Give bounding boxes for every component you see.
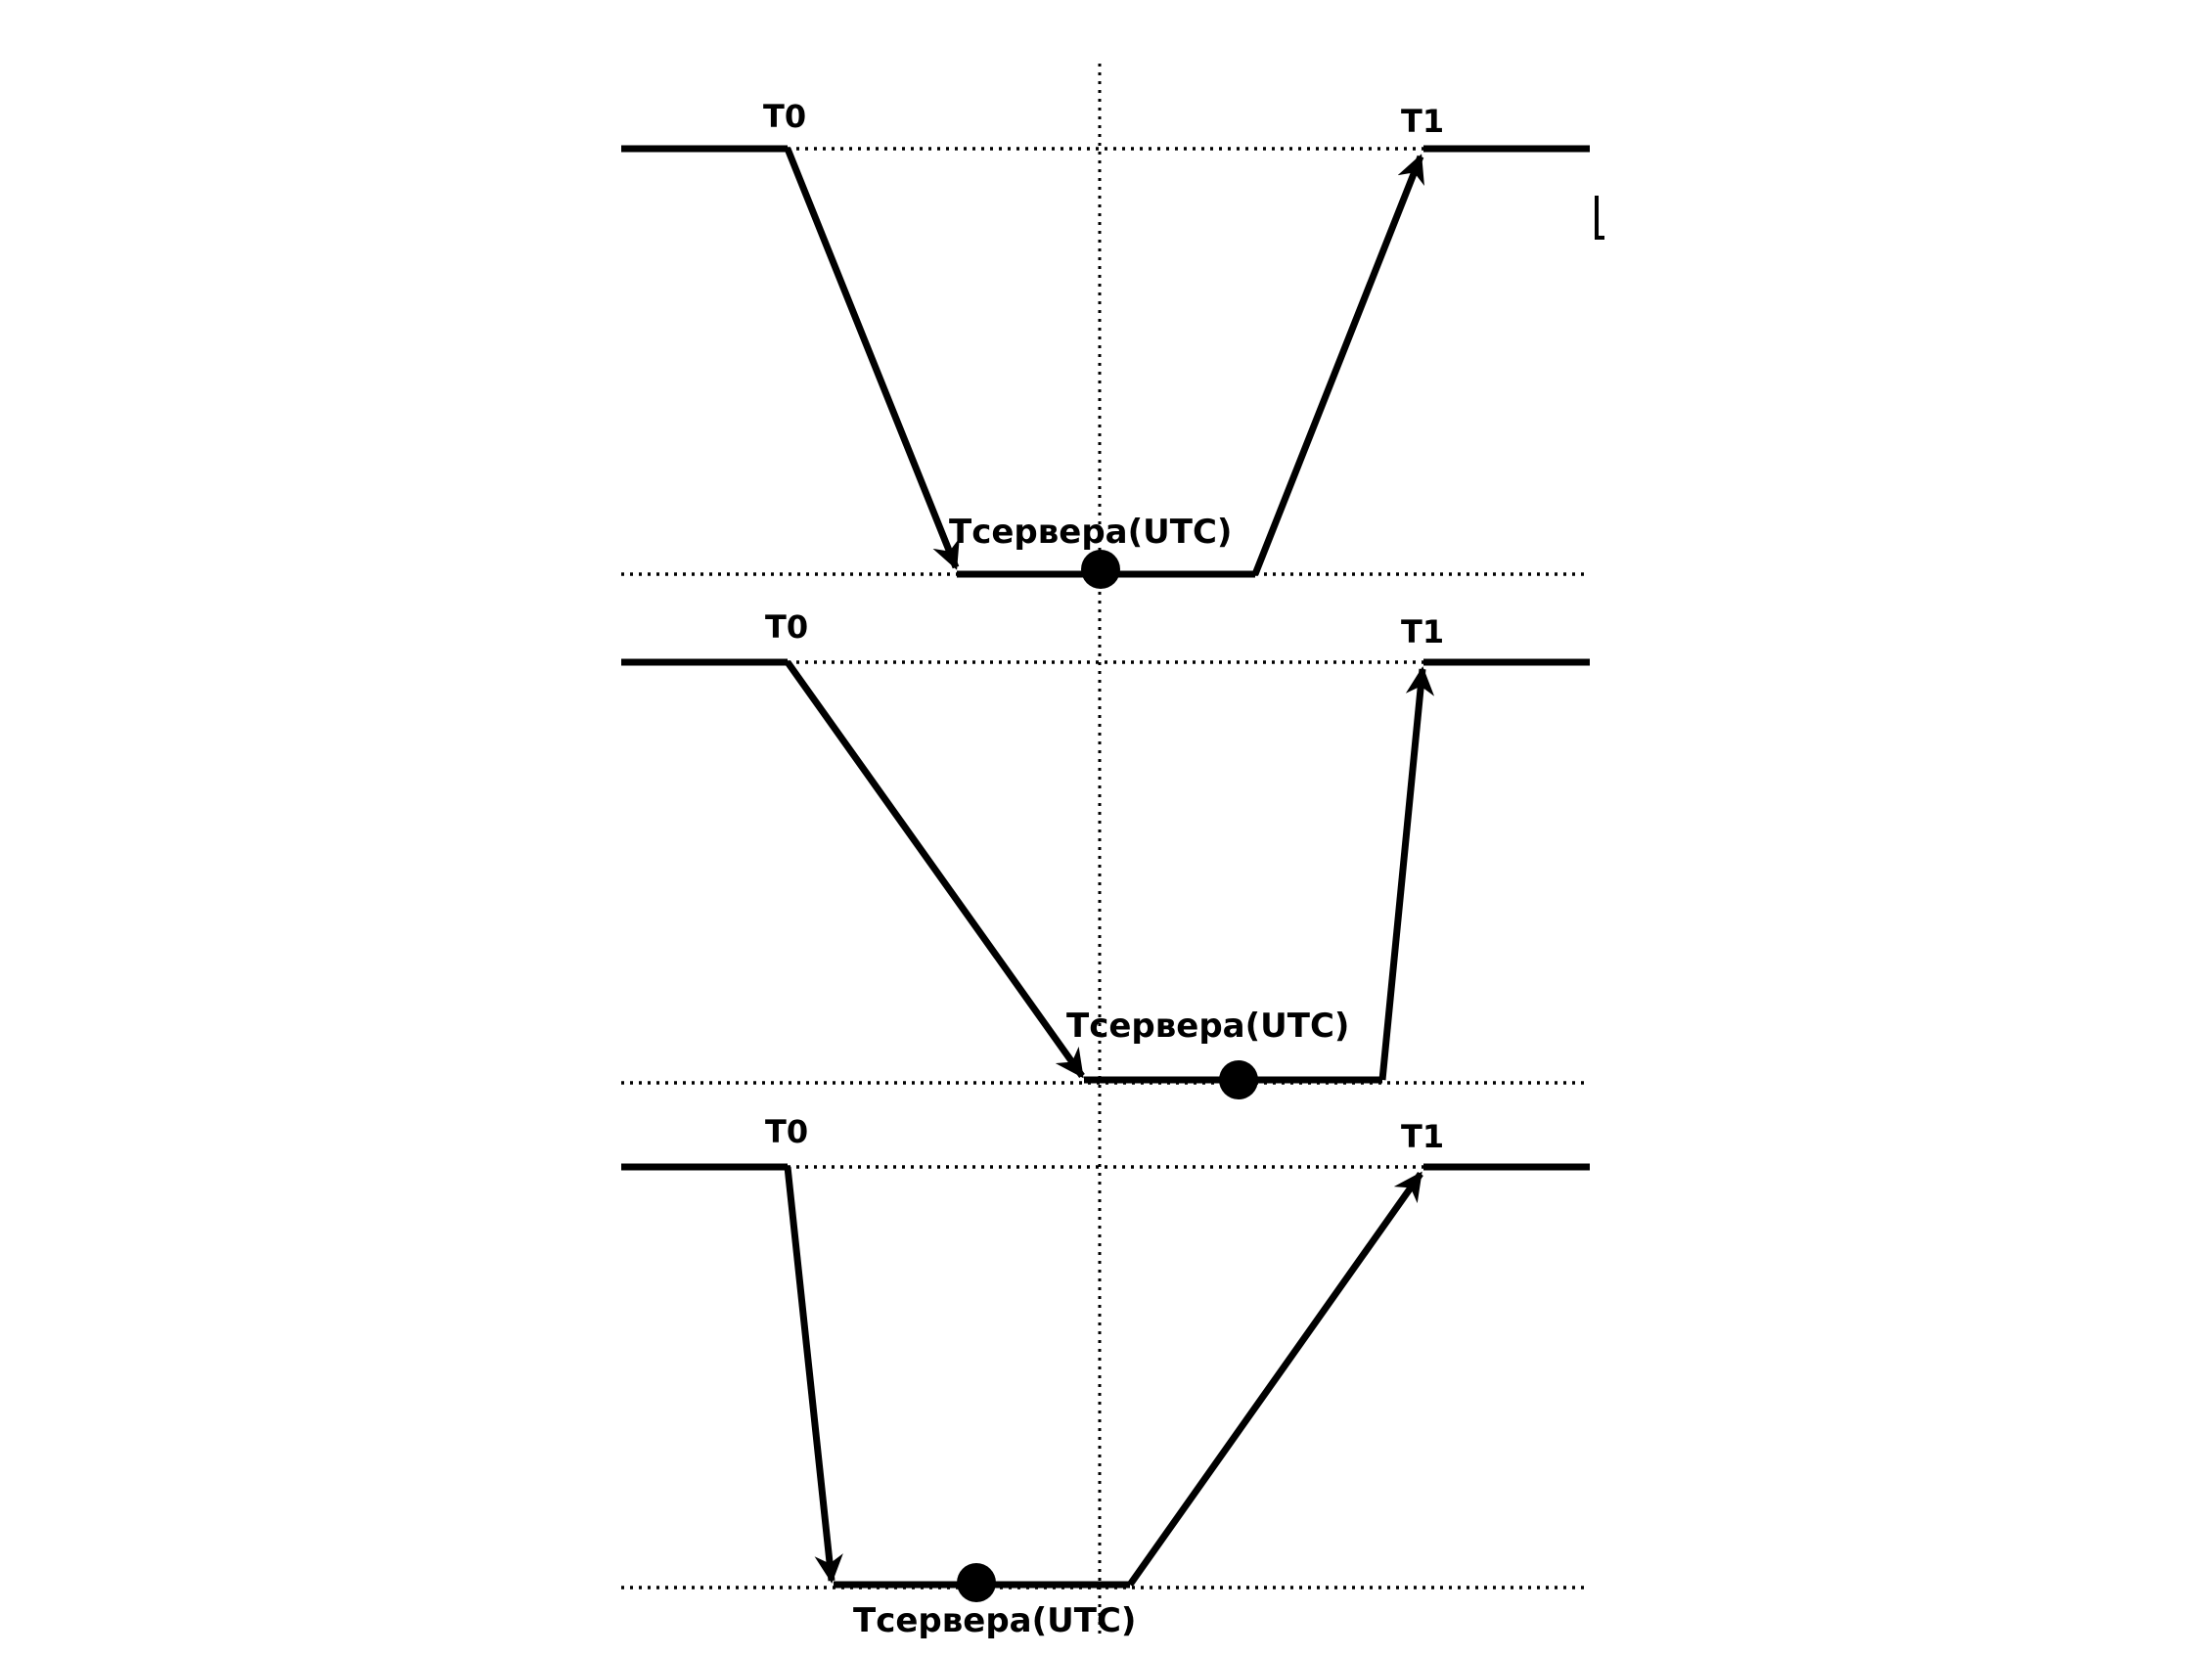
response-arrow xyxy=(1127,1171,1423,1588)
request-arrow xyxy=(784,1166,843,1584)
t1-label: T1 xyxy=(1401,613,1444,650)
request-arrow xyxy=(784,147,960,570)
edge-fragment-mark xyxy=(1595,196,1604,240)
panel-2: T0 T1 Тсервера(UTC) xyxy=(621,608,1590,1099)
server-time-label: Тсервера(UTC) xyxy=(1066,1007,1349,1046)
t1-label: T1 xyxy=(1401,1118,1444,1155)
t0-label: T0 xyxy=(765,608,808,646)
t0-label: T0 xyxy=(763,98,806,135)
server-time-label: Тсервера(UTC) xyxy=(949,513,1232,552)
t1-label: T1 xyxy=(1401,103,1444,140)
server-time-dot xyxy=(957,1563,996,1602)
server-time-label: Тсервера(UTC) xyxy=(853,1601,1136,1640)
server-time-dot xyxy=(1081,550,1120,589)
response-arrow xyxy=(1251,154,1424,576)
server-time-dot xyxy=(1219,1060,1258,1099)
request-arrow xyxy=(785,659,1085,1079)
t0-label: T0 xyxy=(765,1113,808,1150)
panel-3: T0 T1 Тсервера(UTC) xyxy=(621,1113,1590,1640)
response-arrow xyxy=(1378,666,1435,1081)
panel-1: T0 T1 Тсервера(UTC) xyxy=(621,98,1590,589)
